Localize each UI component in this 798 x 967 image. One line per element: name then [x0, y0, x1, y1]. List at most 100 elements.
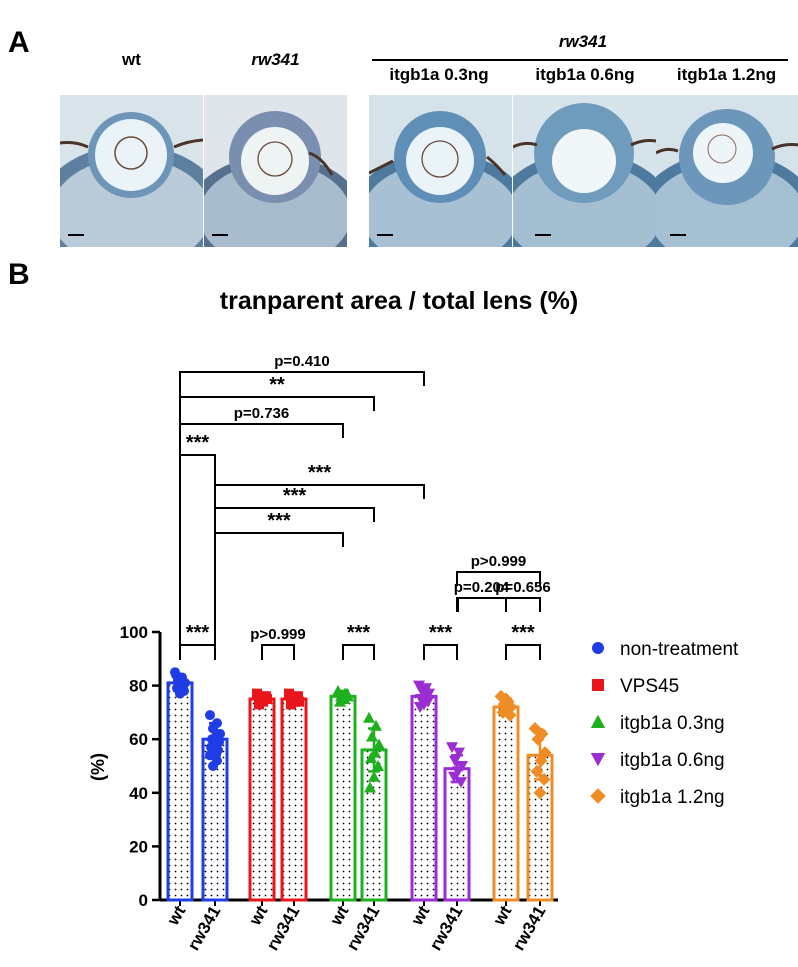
bar [248, 697, 276, 902]
comparison-significance-label: ** [269, 374, 285, 396]
group-rule [372, 59, 788, 61]
comparison-significance-label: p=0.410 [274, 353, 329, 370]
pair-bracket [505, 644, 541, 660]
y-tick-label: 0 [139, 891, 148, 910]
chart-title: tranparent area / total lens (%) [219, 287, 579, 315]
data-point [370, 719, 382, 731]
x-tick-label: rw341 [263, 903, 304, 954]
comparison-significance-label: *** [267, 510, 291, 532]
data-point [261, 691, 271, 702]
y-tick-label: 60 [129, 730, 148, 749]
y-tick-label: 20 [129, 837, 148, 856]
bar-group [166, 667, 194, 902]
pair-significance-label: p>0.999 [250, 626, 305, 643]
data-point [208, 723, 218, 734]
group-label-rw341: rw341 [558, 32, 608, 51]
data-point [499, 692, 513, 706]
column-label-wt: wt [122, 50, 141, 69]
comparison-bracket [179, 454, 216, 469]
data-point [453, 747, 465, 759]
bar-group [280, 688, 308, 902]
data-point [448, 771, 460, 783]
data-point [530, 764, 544, 778]
column-label-rw341: rw341 [251, 50, 300, 69]
data-point [537, 772, 551, 786]
y-tick-label: 100 [120, 623, 148, 642]
bar [492, 705, 520, 902]
data-point [364, 781, 376, 793]
data-point [449, 755, 461, 767]
comparison-significance-label: *** [308, 462, 332, 484]
data-point [414, 702, 426, 714]
data-point [365, 751, 377, 763]
bar-group [201, 710, 229, 902]
legend-marker [590, 753, 606, 767]
pair-significance-label: *** [347, 622, 371, 644]
pair-bracket [423, 644, 458, 660]
data-point [208, 761, 218, 771]
legend-label: itgb1a 0.3ng [620, 713, 725, 734]
data-point [503, 708, 517, 722]
pair-bracket [342, 644, 375, 660]
comparison-bracket [456, 597, 507, 612]
comparison-bracket [179, 371, 425, 386]
data-point [252, 688, 262, 699]
comparison-significance-label: *** [186, 432, 210, 454]
column-label-itgb1a-1.2ng: itgb1a 1.2ng [676, 65, 777, 84]
legend-marker [590, 788, 606, 804]
bar-group [360, 711, 388, 902]
pair-bracket [261, 644, 295, 660]
legend-label: itgb1a 1.2ng [620, 787, 725, 808]
comparison-bracket [505, 597, 541, 612]
y-tick-label: 40 [129, 784, 148, 803]
data-point [254, 699, 264, 710]
data-point [341, 687, 353, 699]
comparison-bracket [214, 532, 344, 547]
bar-group [526, 721, 554, 902]
data-point [372, 760, 384, 771]
bar [410, 694, 438, 902]
panel-a-letter: A [8, 26, 30, 59]
comparison-significance-label: p=0.736 [234, 405, 289, 422]
bar [443, 767, 471, 902]
comparison-bracket [456, 571, 541, 586]
x-tick-label: rw341 [509, 903, 550, 954]
bar-group [492, 689, 520, 902]
micrograph-itgb1a-1.2ng [656, 95, 798, 247]
comparison-significance-label: p>0.999 [471, 553, 526, 570]
pair-significance-label: *** [511, 622, 535, 644]
y-axis-label: (%) [88, 753, 108, 781]
comparison-bracket [214, 507, 375, 522]
panel-b-letter: B [8, 258, 30, 291]
data-point [533, 786, 547, 800]
y-tick-label: 80 [129, 677, 148, 696]
column-label-itgb1a-0.3ng: itgb1a 0.3ng [389, 65, 489, 84]
legend-marker [592, 642, 604, 654]
legend-marker [590, 714, 606, 728]
x-tick-label: rw341 [426, 903, 467, 954]
data-point [284, 688, 294, 699]
data-point [363, 711, 375, 723]
data-point [178, 680, 188, 691]
data-point [446, 742, 458, 754]
comparison-significance-label: p=0.204 [454, 579, 510, 596]
bar [280, 697, 308, 902]
comparison-significance-label: p=0.656 [495, 579, 550, 596]
bar-group [410, 680, 438, 902]
data-point [171, 669, 181, 680]
data-point [293, 691, 303, 702]
x-tick-label: wt [163, 902, 190, 929]
micrograph-itgb1a-0.6ng [513, 95, 656, 247]
pair-bracket [179, 644, 216, 660]
data-point [205, 750, 215, 761]
bar-group [248, 688, 276, 902]
micrograph-rw341 [204, 95, 347, 247]
x-tick-label: wt [326, 902, 353, 929]
data-point [455, 777, 467, 789]
data-point [534, 754, 548, 768]
column-label-itgb1a-0.6ng: itgb1a 0.6ng [535, 65, 635, 84]
x-tick-label: wt [407, 902, 434, 929]
micrograph-wt [60, 95, 203, 247]
pair-significance-label: *** [186, 622, 210, 644]
